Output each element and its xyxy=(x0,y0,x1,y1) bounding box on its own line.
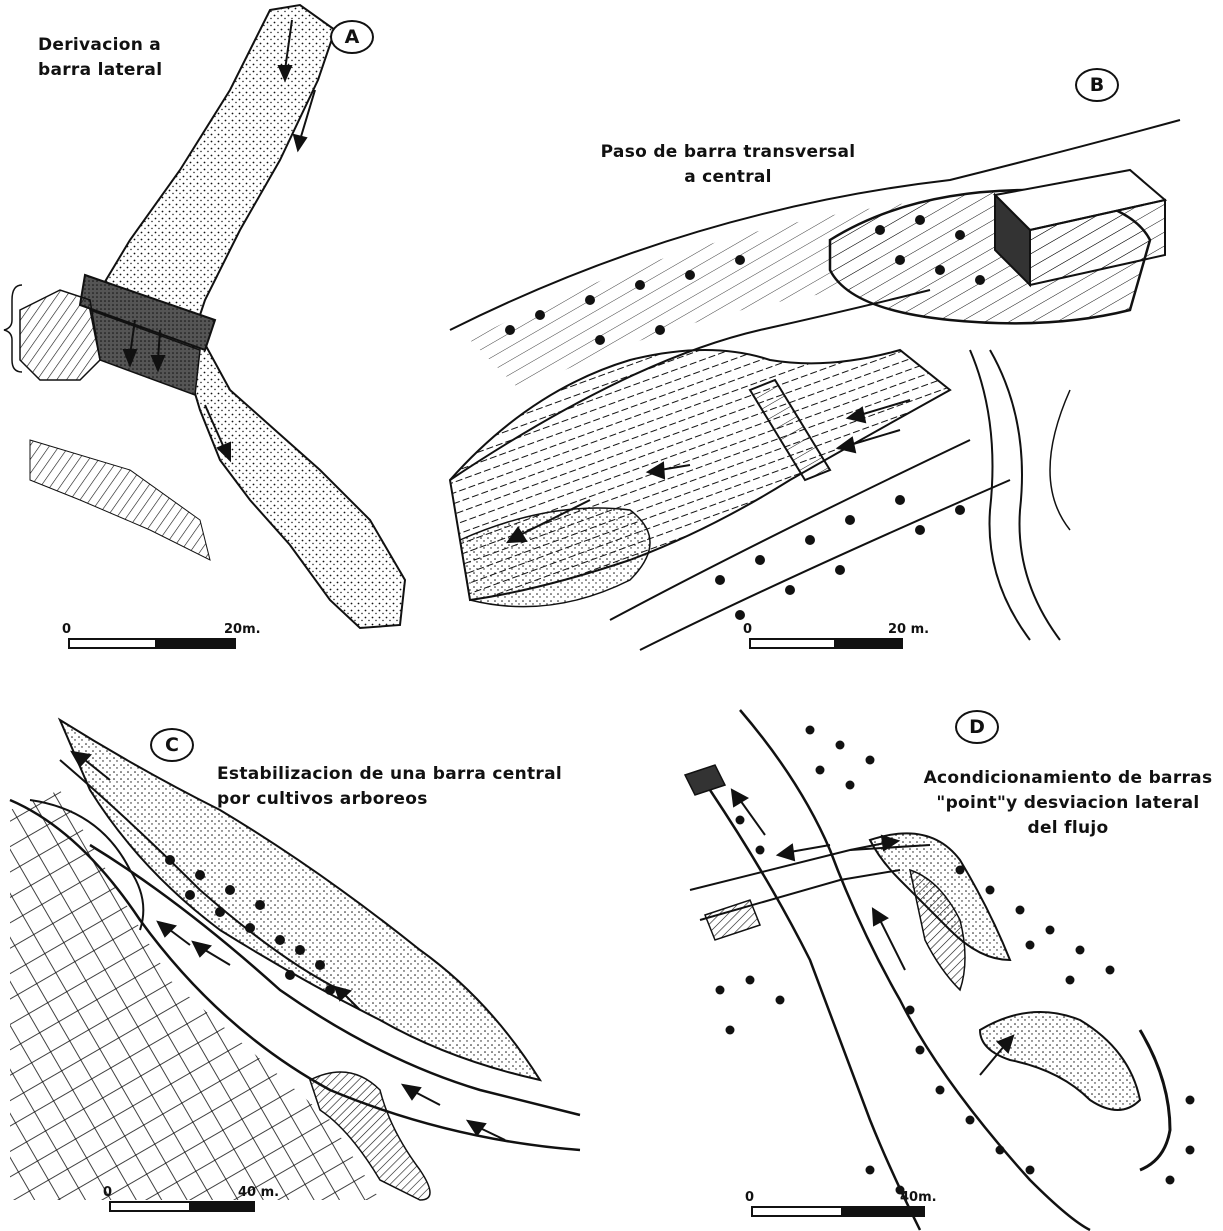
panel-d-label-badge: D xyxy=(955,710,999,744)
panel-d-scale-distance: 40m. xyxy=(900,1190,937,1205)
panel-a: A Derivacion a barra lateral 0 20m. xyxy=(0,0,430,660)
panel-b-scale-distance: 20 m. xyxy=(888,622,929,637)
panel-d-scale-line xyxy=(751,1206,925,1217)
panel-d-caption: Acondicionamiento de barras "point"y des… xyxy=(918,766,1218,841)
panel-c-scale-distance: 40 m. xyxy=(238,1185,279,1200)
panel-a-caption-line-1: Derivacion a xyxy=(38,33,162,58)
panel-b-label-badge: B xyxy=(1075,68,1119,102)
panel-c-caption: Estabilizacion de una barra central por … xyxy=(217,762,562,812)
panel-a-scale-zero: 0 xyxy=(62,622,71,637)
panel-b-caption-line-2: a central xyxy=(558,165,898,190)
panel-c-label: C xyxy=(165,734,179,756)
panel-b: B Paso de barra transversal a central 0 … xyxy=(430,60,1210,650)
panel-c-caption-line-1: Estabilizacion de una barra central xyxy=(217,762,562,787)
panel-d-scale-bar: 0 40m. xyxy=(745,1190,965,1220)
panel-b-caption-line-1: Paso de barra transversal xyxy=(558,140,898,165)
panel-d: D Acondicionamiento de barras "point"y d… xyxy=(670,700,1223,1231)
panel-a-label: A xyxy=(345,26,360,48)
panel-a-label-badge: A xyxy=(330,20,374,54)
panel-b-scale-line xyxy=(749,638,903,649)
point-bar-lower xyxy=(980,1012,1140,1110)
panel-d-caption-line-3: del flujo xyxy=(918,816,1218,841)
panel-a-scale-line xyxy=(68,638,236,649)
panel-d-caption-line-1: Acondicionamiento de barras xyxy=(918,766,1218,791)
panel-d-scale-zero: 0 xyxy=(745,1190,754,1205)
panel-c: C Estabilizacion de una barra central po… xyxy=(0,700,640,1231)
panel-a-caption: Derivacion a barra lateral xyxy=(38,33,162,83)
panel-a-scale-distance: 20m. xyxy=(224,622,261,637)
panel-b-scale-zero: 0 xyxy=(743,622,752,637)
panel-b-label: B xyxy=(1090,74,1104,96)
panel-c-scale-bar: 0 40 m. xyxy=(103,1185,323,1215)
panel-c-label-badge: C xyxy=(150,728,194,762)
panel-d-label: D xyxy=(969,716,985,738)
panel-a-caption-line-2: barra lateral xyxy=(38,58,162,83)
panel-c-scale-zero: 0 xyxy=(103,1185,112,1200)
panel-a-sketch xyxy=(0,0,430,660)
panel-a-scale-bar: 0 20m. xyxy=(62,622,282,652)
panel-d-caption-line-2: "point"y desviacion lateral xyxy=(918,791,1218,816)
panel-c-scale-line xyxy=(109,1201,255,1212)
panel-b-caption: Paso de barra transversal a central xyxy=(558,140,898,190)
panel-b-scale-bar: 0 20 m. xyxy=(743,622,963,652)
lateral-bar xyxy=(185,335,405,628)
panel-c-caption-line-2: por cultivos arboreos xyxy=(217,787,562,812)
